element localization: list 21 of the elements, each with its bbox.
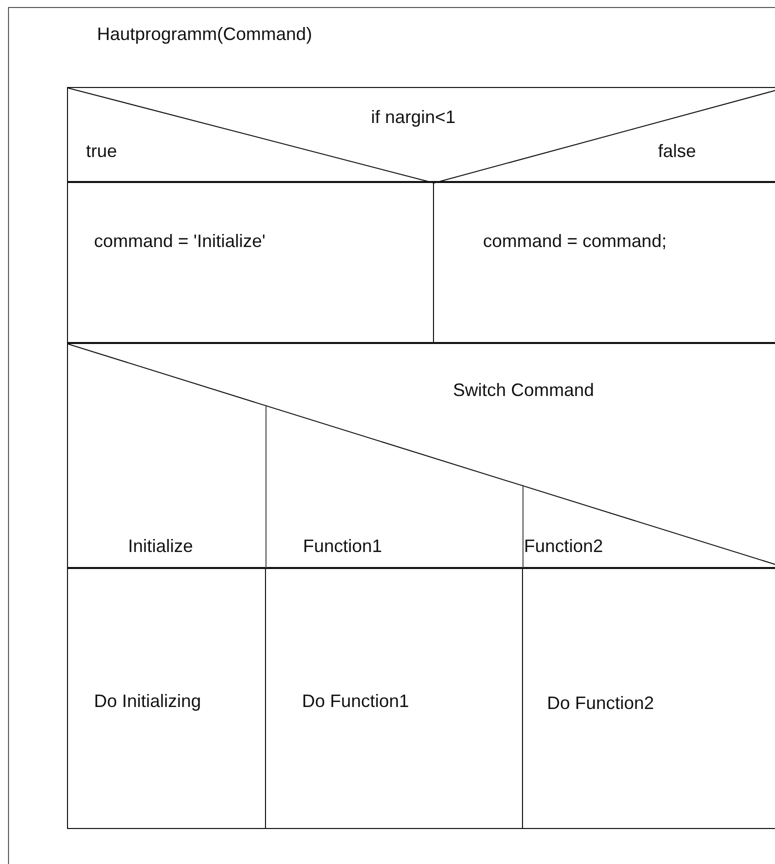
diagram-heading: Hautprogramm(Command) — [97, 23, 312, 45]
case-block — [265, 568, 522, 829]
block-text: Switch Command — [453, 379, 594, 401]
block-text: Do Function2 — [547, 692, 654, 714]
program-frame — [8, 7, 775, 864]
case-label: Function2 — [524, 535, 604, 557]
block-text: Do Function1 — [302, 690, 410, 712]
case-block — [522, 568, 775, 829]
block-text: if nargin<1 — [371, 106, 456, 128]
case-label: Initialize — [128, 535, 194, 557]
case-block — [67, 568, 265, 829]
case-label: Function1 — [303, 535, 382, 557]
block-text: command = command; — [483, 230, 667, 252]
case-label: false — [658, 140, 696, 162]
block-text: Do Initializing — [94, 690, 202, 712]
switch-header — [67, 343, 775, 568]
block-text: command = 'Initialize' — [94, 230, 266, 252]
process-block — [67, 182, 433, 343]
process-block — [433, 182, 775, 343]
case-label: true — [86, 140, 118, 162]
decision-header — [67, 87, 775, 182]
